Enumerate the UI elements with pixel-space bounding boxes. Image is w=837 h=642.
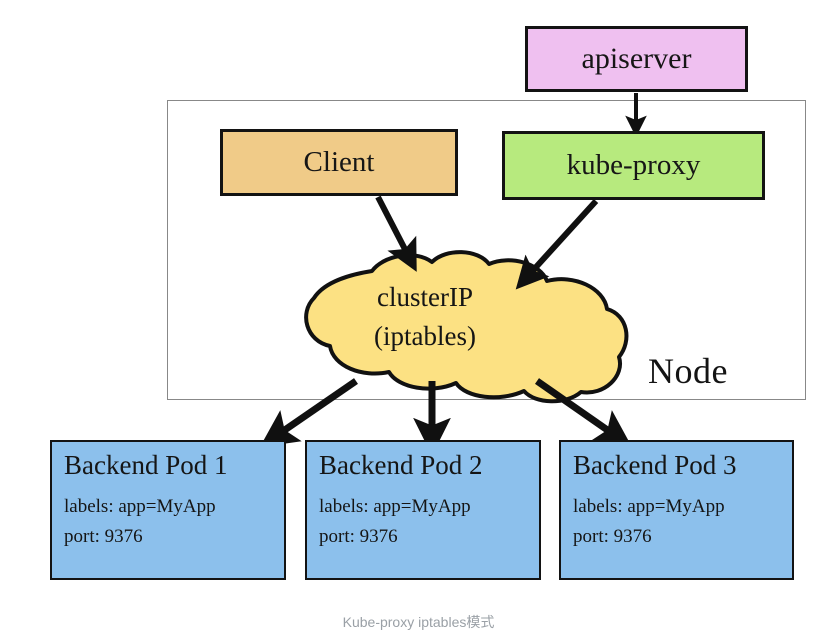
apiserver-label: apiserver <box>581 42 692 75</box>
apiserver-node[interactable]: apiserver <box>525 26 748 92</box>
pod-port: port: 9376 <box>573 526 652 547</box>
client-label: Client <box>303 146 375 178</box>
node-label: Node <box>648 351 728 391</box>
backend-pod-2[interactable]: Backend Pod 2 labels: app=MyApp port: 93… <box>305 440 541 580</box>
figure-caption: Kube-proxy iptables模式 <box>342 614 495 630</box>
kube-proxy-label: kube-proxy <box>566 149 701 181</box>
backend-pod-1[interactable]: Backend Pod 1 labels: app=MyApp port: 93… <box>50 440 286 580</box>
pod-title: Backend Pod 1 <box>64 450 228 480</box>
pod-port: port: 9376 <box>64 526 143 547</box>
arrow-clusterip-to-pod-3 <box>535 378 633 448</box>
pod-labels: labels: app=MyApp <box>319 496 471 517</box>
kube-proxy-node[interactable]: kube-proxy <box>502 131 765 200</box>
arrow-clusterip-to-pod-1 <box>259 378 358 448</box>
backend-pod-3[interactable]: Backend Pod 3 labels: app=MyApp port: 93… <box>559 440 794 580</box>
arrow-kube-proxy-to-clusterip <box>515 198 599 290</box>
pod-title: Backend Pod 3 <box>573 450 737 480</box>
arrow-client-to-clusterip <box>375 195 417 272</box>
pod-labels: labels: app=MyApp <box>64 496 216 517</box>
pod-labels: labels: app=MyApp <box>573 496 725 517</box>
pod-title: Backend Pod 2 <box>319 450 483 480</box>
node-boundary <box>167 100 806 400</box>
pod-port: port: 9376 <box>319 526 398 547</box>
client-node[interactable]: Client <box>220 129 458 196</box>
